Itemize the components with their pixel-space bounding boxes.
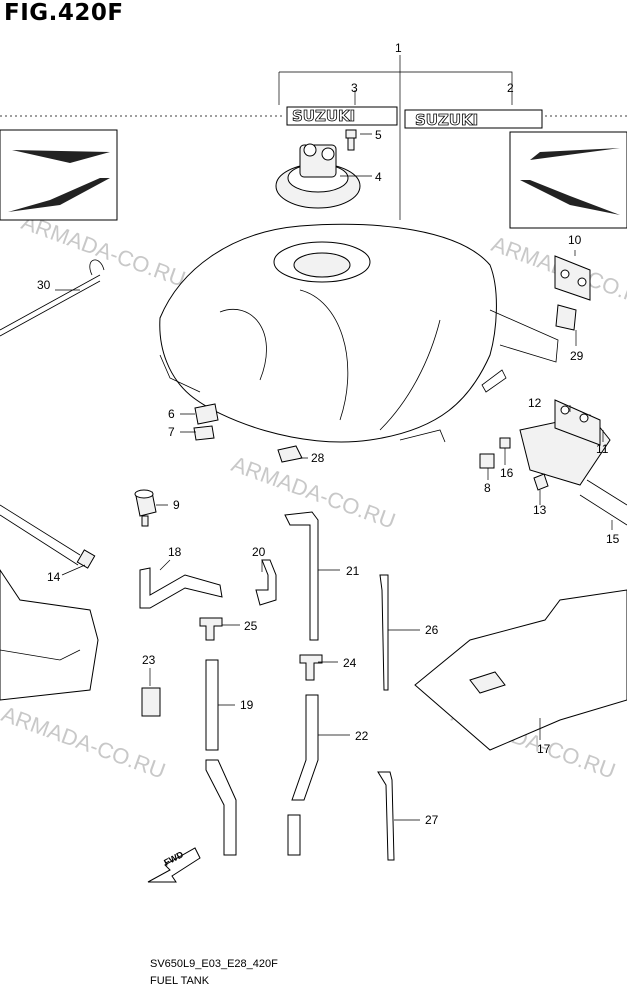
part-6-grommet [194, 403, 219, 425]
part-10-bracket [554, 255, 591, 301]
callout-11: 11 [596, 442, 609, 456]
callout-24: 24 [343, 656, 357, 670]
callout-23: 23 [142, 653, 156, 667]
callout-12: 12 [528, 396, 542, 410]
callout-14: 14 [47, 570, 61, 584]
part-9-mount [134, 489, 157, 527]
callout-9: 9 [173, 498, 180, 512]
fuel-tank [159, 223, 559, 443]
leader-lines [55, 133, 613, 821]
callout-15: 15 [606, 532, 620, 546]
part-13-nut [533, 473, 549, 491]
part-7-cushion [193, 425, 215, 441]
callout-22: 22 [355, 729, 369, 743]
part-29-cushion [555, 304, 577, 331]
callout-28: 28 [311, 451, 325, 465]
part-23-pad [141, 687, 161, 717]
part-27-tie [377, 771, 395, 861]
callout-6: 6 [168, 407, 175, 421]
callout-3: 3 [351, 81, 358, 95]
callout-26: 26 [425, 623, 439, 637]
callout-29: 29 [570, 349, 584, 363]
left-frame-bracket [0, 569, 99, 701]
part-14-bolt [0, 504, 96, 569]
figure-title: FIG.420F [4, 0, 124, 26]
part-17-tray [414, 589, 627, 751]
callout-17: 17 [537, 742, 551, 756]
emblem-strip-left: SUZUKI [286, 106, 398, 126]
cap-bolt [345, 129, 357, 151]
callout-1: 1 [395, 41, 402, 55]
model-code: SV650L9_E03_E28_420F [150, 958, 278, 970]
part-26-tie [379, 574, 389, 691]
callout-7: 7 [168, 425, 175, 439]
part-25-tee [199, 617, 223, 641]
emblem-text-left: SUZUKI [292, 107, 355, 125]
part-8-clip [479, 453, 495, 469]
callout-19: 19 [240, 698, 254, 712]
callout-16: 16 [500, 466, 514, 480]
callout-18: 18 [168, 545, 182, 559]
callout-21: 21 [346, 564, 360, 578]
emblem-strip-right: SUZUKI [404, 109, 543, 129]
decal-box-right [509, 131, 627, 229]
callout-30: 30 [37, 278, 51, 292]
callout-27: 27 [425, 813, 439, 827]
part-22-hose [287, 694, 319, 856]
part-21-hose [284, 511, 319, 641]
part-16-nut [499, 437, 511, 449]
callout-5: 5 [375, 128, 382, 142]
callout-4: 4 [375, 170, 382, 184]
callout-20: 20 [252, 545, 266, 559]
decal-box-left [0, 129, 118, 221]
part-24-tee [299, 654, 323, 681]
section-name: FUEL TANK [150, 975, 210, 987]
callouts: 1 2 3 4 5 6 7 8 9 10 11 12 13 14 15 16 1… [37, 41, 620, 827]
emblem-text-right: SUZUKI [415, 111, 478, 129]
part-28-plate [277, 445, 303, 463]
callout-10: 10 [568, 233, 582, 247]
part-15-hose [579, 479, 627, 526]
part-30-rod [0, 259, 105, 337]
callout-2: 2 [507, 81, 514, 95]
fuel-cap [275, 143, 361, 209]
callout-13: 13 [533, 503, 547, 517]
part-20-hose [255, 559, 277, 606]
part-11-hinge [519, 399, 611, 486]
callout-8: 8 [484, 481, 491, 495]
fwd-arrow: FWD [147, 847, 201, 883]
part-18-hose [139, 567, 223, 609]
part-19-hose [205, 659, 237, 856]
assembly-bracket [278, 55, 513, 220]
callout-25: 25 [244, 619, 258, 633]
